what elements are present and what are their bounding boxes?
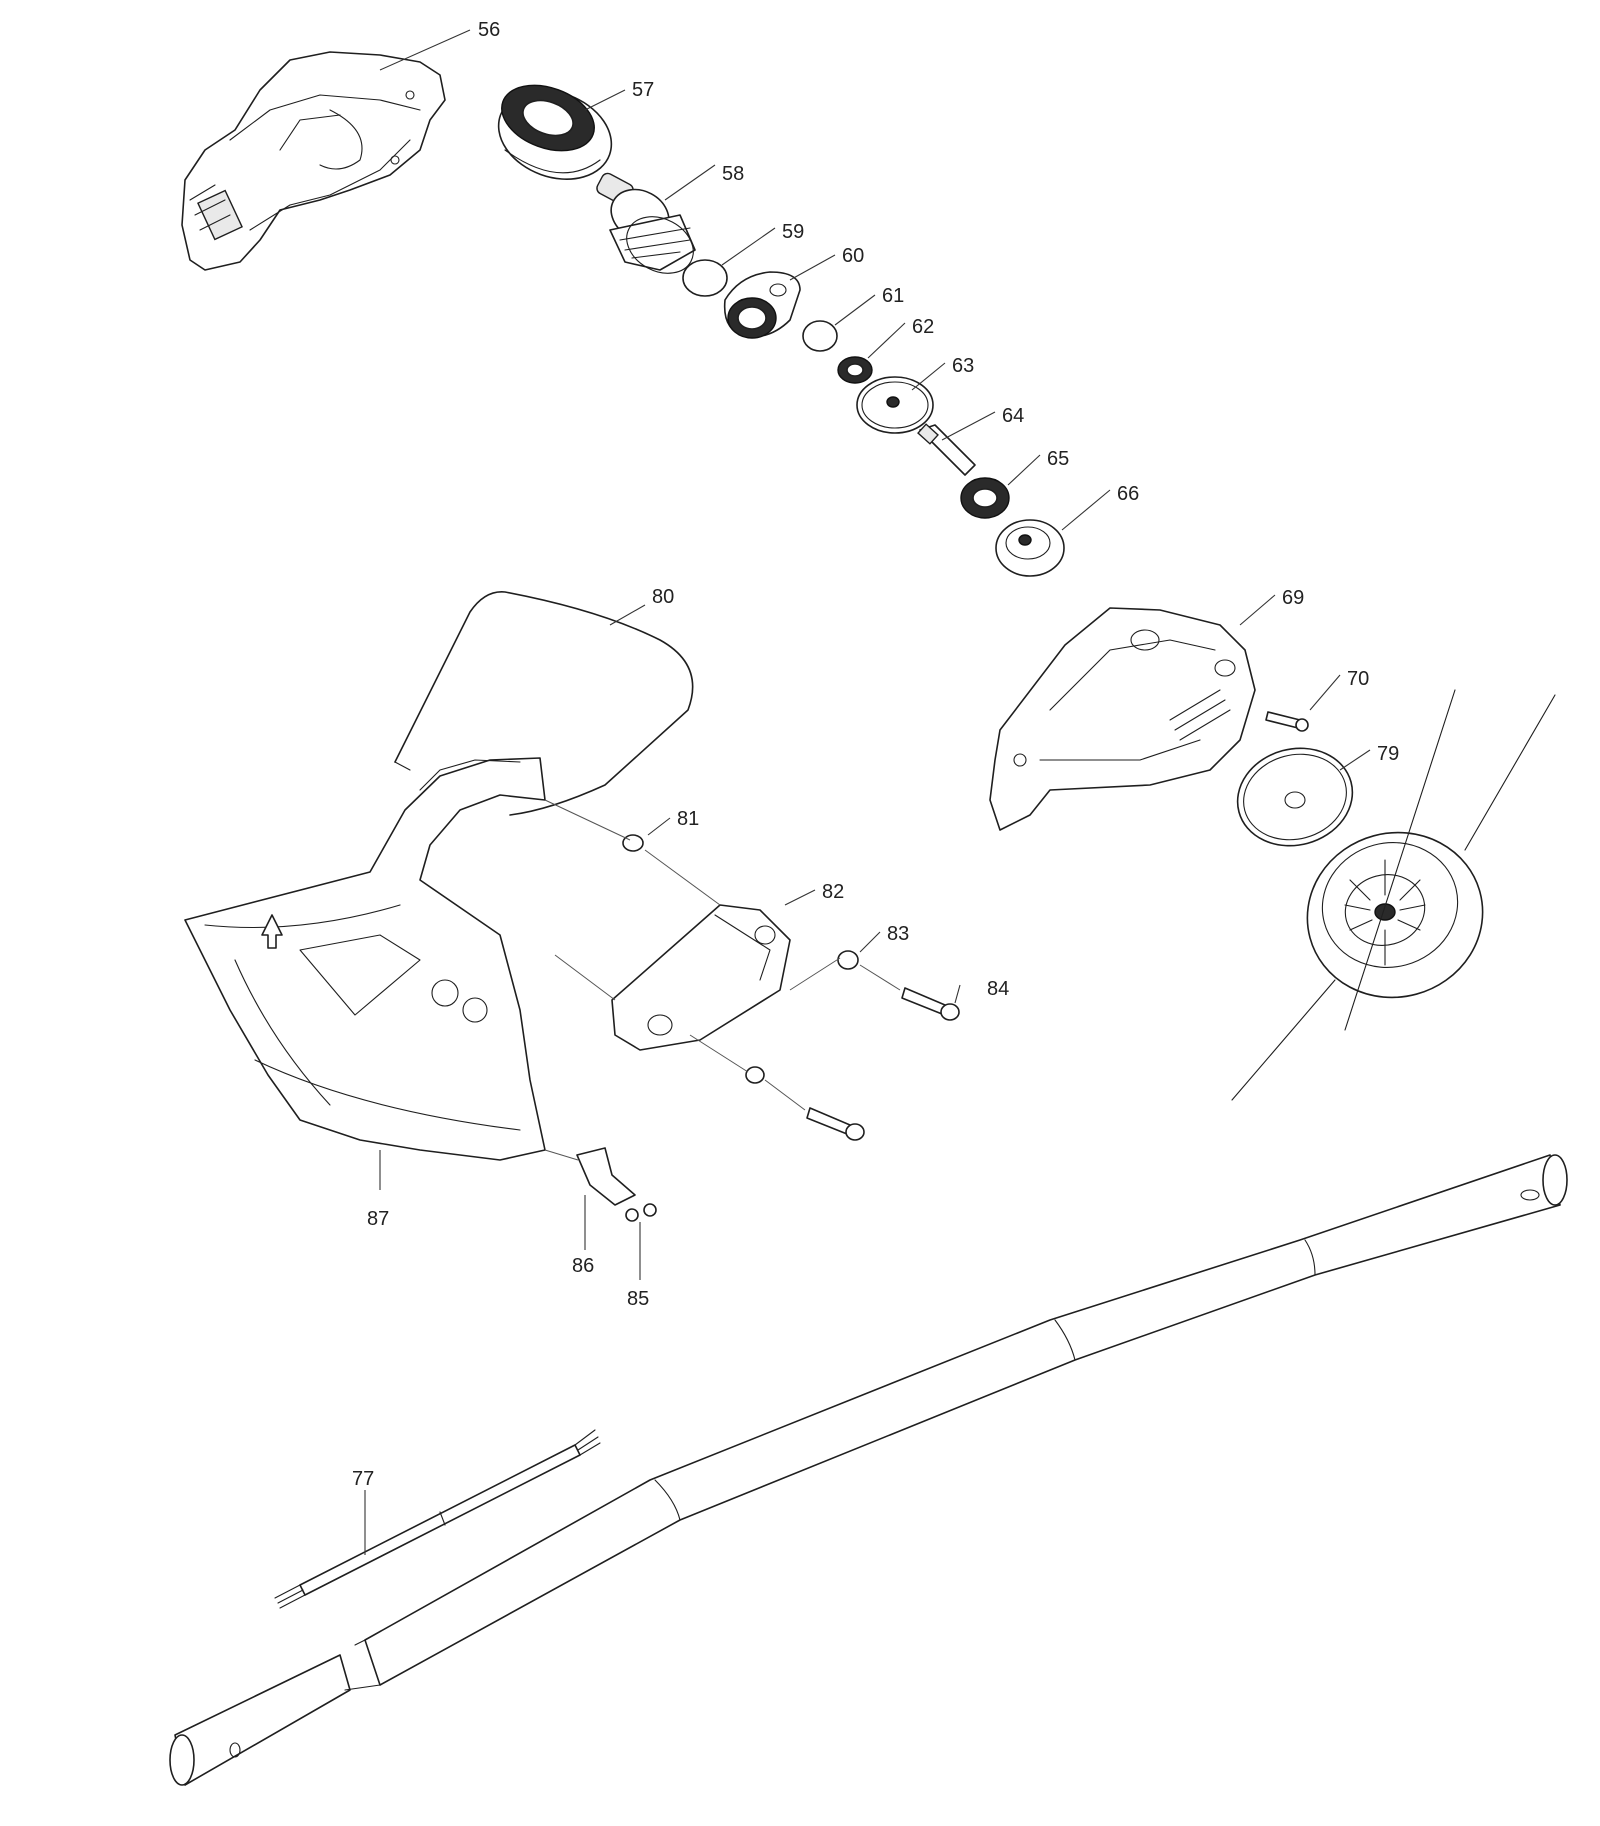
part-86-plate <box>576 1147 636 1206</box>
part-69-head-housing <box>989 607 1256 831</box>
part-60-bearing-box <box>723 271 801 339</box>
callout-66: 66 <box>1117 483 1139 505</box>
part-65-ball-bearing <box>960 477 1010 519</box>
part-84-bolt <box>901 987 960 1021</box>
part-83-washer <box>837 950 859 970</box>
main-shaft-pipe <box>169 1154 1568 1786</box>
part-79-disc <box>1236 747 1354 847</box>
callout-79: 79 <box>1377 743 1399 765</box>
callout-80: 80 <box>652 586 674 608</box>
part-56-motor-housing <box>181 51 446 271</box>
callout-62: 62 <box>912 316 934 338</box>
part-66-spool-holder <box>995 519 1065 577</box>
callout-65: 65 <box>1047 448 1069 470</box>
part-77-wire-harness <box>274 1429 601 1609</box>
part-59-o-ring <box>682 259 728 297</box>
part-62-ball-bearing <box>837 356 873 384</box>
callout-63: 63 <box>952 355 974 377</box>
part-85-screws <box>625 1203 657 1222</box>
part-82-bracket <box>611 904 791 1051</box>
part-87-guard <box>184 757 546 1161</box>
part-57-stator <box>497 84 613 180</box>
part-64-spindle <box>917 423 976 476</box>
callout-64: 64 <box>1002 405 1024 427</box>
lower-washer-and-bolt <box>745 1066 865 1141</box>
callout-59: 59 <box>782 221 804 243</box>
callout-58: 58 <box>722 163 744 185</box>
callout-83: 83 <box>887 923 909 945</box>
part-70-screw <box>1265 711 1309 732</box>
trimmer-spool <box>1231 689 1556 1101</box>
part-58-armature <box>596 172 696 274</box>
part-63-gear <box>856 376 934 434</box>
callout-56: 56 <box>478 19 500 41</box>
callout-81: 81 <box>677 808 699 830</box>
callout-82: 82 <box>822 881 844 903</box>
callout-87: 87 <box>367 1208 389 1230</box>
leader-lines <box>364 29 1371 1555</box>
callout-85: 85 <box>627 1288 649 1310</box>
part-81-nut <box>622 834 644 852</box>
callout-69: 69 <box>1282 587 1304 609</box>
callout-60: 60 <box>842 245 864 267</box>
callout-77: 77 <box>352 1468 374 1490</box>
callout-86: 86 <box>572 1255 594 1277</box>
callout-70: 70 <box>1347 668 1369 690</box>
part-61-o-ring <box>802 320 838 352</box>
callout-labels: 56 57 58 59 60 61 62 63 64 65 66 69 70 7… <box>352 19 1399 1490</box>
callout-61: 61 <box>882 285 904 307</box>
callout-57: 57 <box>632 79 654 101</box>
callout-84: 84 <box>987 978 1009 1000</box>
part-80-loop-handle <box>394 591 694 816</box>
